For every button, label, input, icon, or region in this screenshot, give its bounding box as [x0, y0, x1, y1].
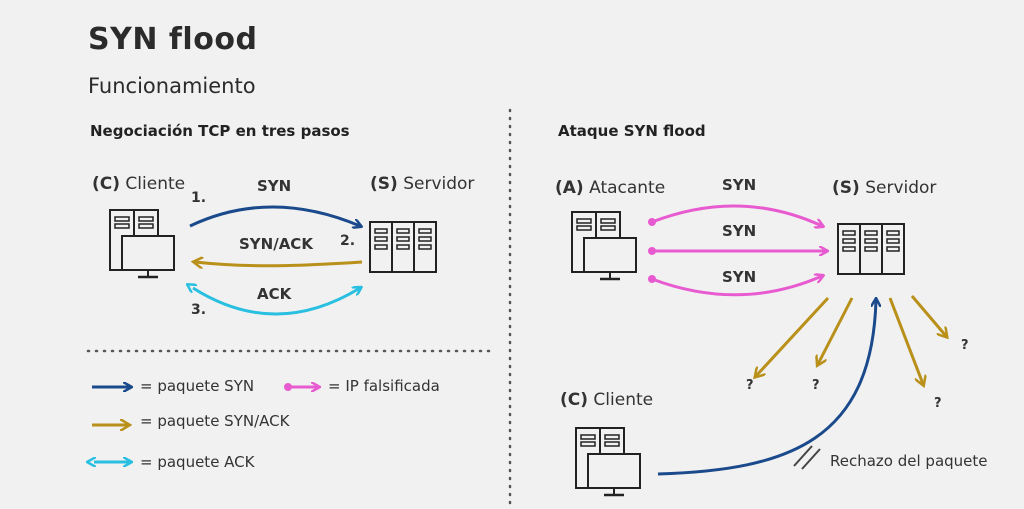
attack-syn-2: SYN — [722, 222, 757, 240]
attack-syn-1: SYN — [722, 176, 757, 194]
msg-syn: SYN — [257, 177, 292, 195]
legend-ack-label: = paquete ACK — [140, 453, 255, 471]
attack-server-icon — [837, 223, 905, 275]
legend-spoofed-label: = IP falsificada — [328, 377, 440, 395]
synack-lost-arrow-1 — [756, 296, 830, 376]
step-3: 3. — [191, 302, 207, 318]
unknown-1: ? — [746, 378, 754, 393]
server-icon — [369, 221, 437, 273]
left-client-label: (C) Cliente — [92, 174, 186, 194]
unknown-4: ? — [961, 338, 969, 353]
synack-lost-arrow-3 — [888, 297, 923, 384]
left-section-heading: Negociación TCP en tres pasos — [90, 122, 350, 140]
right-section-heading: Ataque SYN flood — [558, 122, 706, 140]
reject-mark-2 — [801, 448, 821, 470]
step-1: 1. — [191, 190, 207, 206]
synack-lost-arrow-2 — [818, 297, 854, 364]
legend-synack-label: = paquete SYN/ACK — [140, 412, 290, 430]
legit-client-computer-icon — [574, 426, 642, 497]
spoofed-syn-arrow-1 — [652, 204, 822, 226]
attack-syn-3: SYN — [722, 268, 757, 286]
left-server-label: (S) Servidor — [370, 174, 475, 194]
attacker-label: (A) Atacante — [555, 178, 666, 198]
right-server-label: (S) Servidor — [832, 178, 937, 198]
msg-ack: ACK — [257, 285, 292, 303]
step-2: 2. — [340, 233, 356, 249]
reject-mark-1 — [793, 445, 813, 467]
ack-arrow — [193, 288, 360, 316]
legend-syn-label: = paquete SYN — [140, 377, 255, 395]
rejected-syn-arrow — [657, 300, 876, 476]
msg-synack: SYN/ACK — [239, 235, 313, 253]
page-title: SYN flood — [88, 22, 258, 57]
page-subtitle: Funcionamiento — [88, 74, 256, 98]
reject-label: Rechazo del paquete — [830, 452, 988, 470]
unknown-3: ? — [934, 396, 942, 411]
right-client-label: (C) Cliente — [560, 390, 654, 410]
client-computer-icon — [108, 208, 176, 279]
unknown-2: ? — [812, 378, 820, 393]
spoofed-syn-arrow-3 — [652, 276, 822, 297]
attacker-computer-icon — [570, 210, 638, 281]
synack-lost-arrow-4 — [910, 295, 946, 336]
syn-arrow — [189, 205, 360, 226]
synack-arrow — [195, 262, 363, 266]
